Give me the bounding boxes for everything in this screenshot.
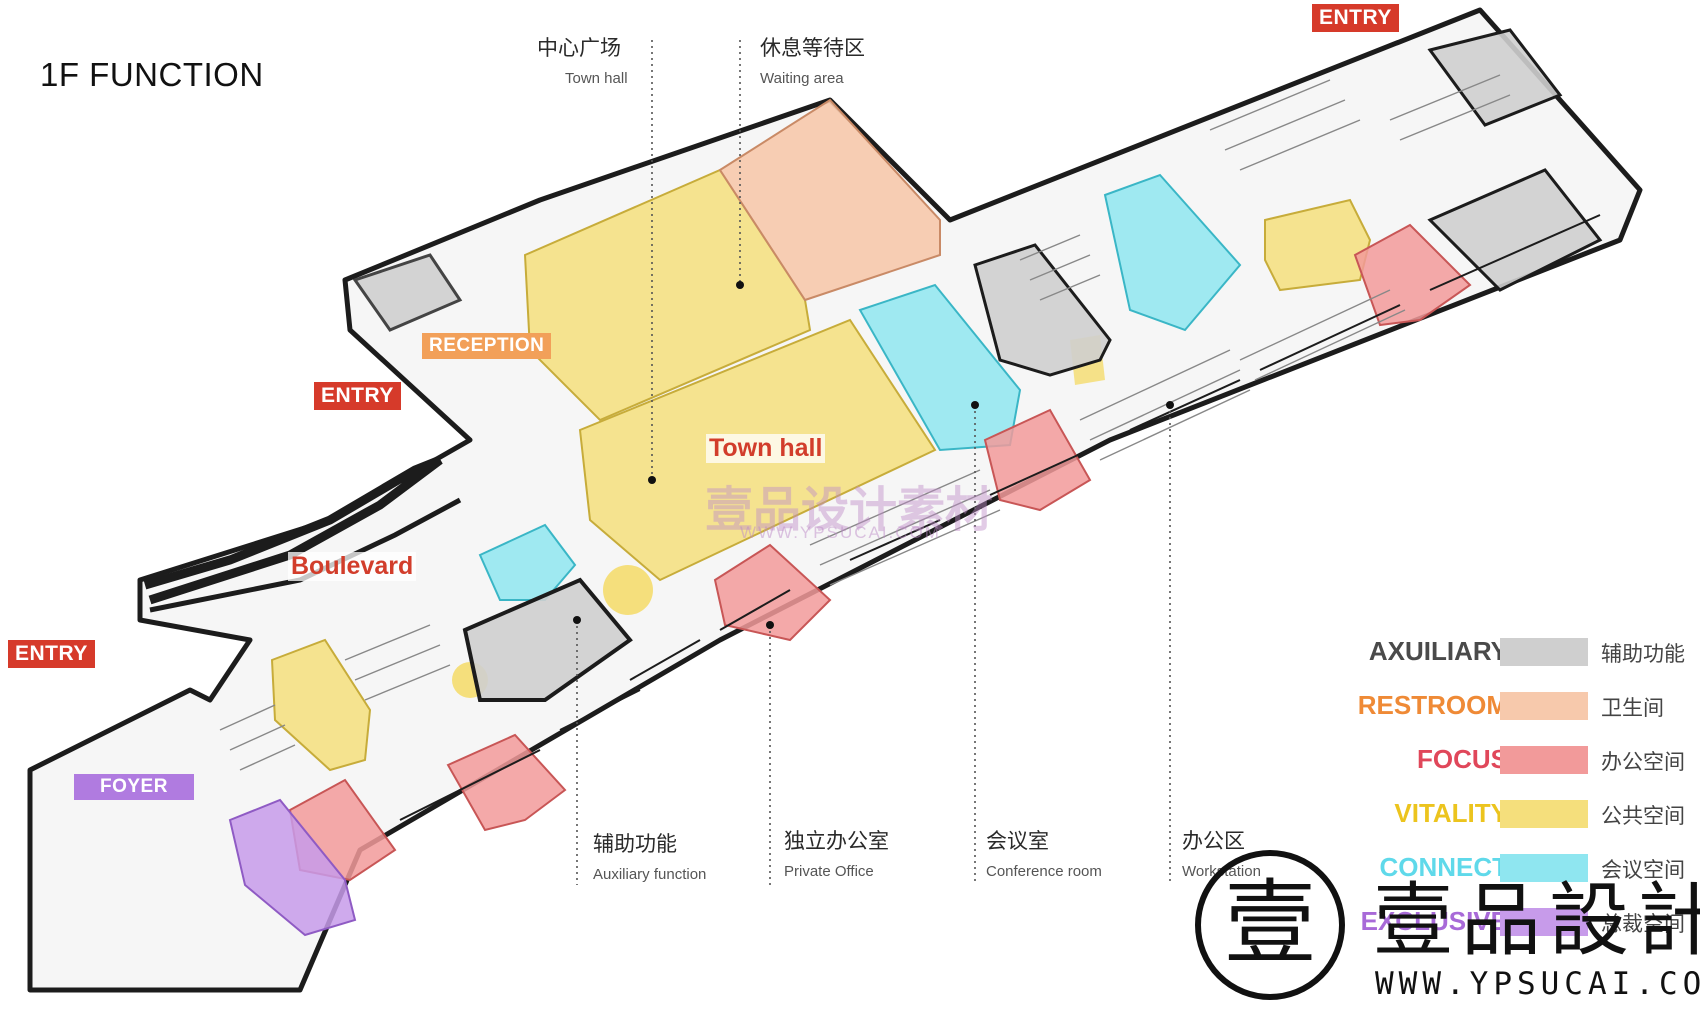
legend-row-vitality: VITALITY 公共空间 xyxy=(1288,796,1698,832)
callout-en: Conference room xyxy=(986,863,1102,880)
legend-name: FOCUS xyxy=(1417,744,1508,774)
brand-block: 壹 壹品設計 WWW.YPSUCAI.COM xyxy=(1195,850,1700,1010)
watermark-text: 壹品设计素材 xyxy=(705,482,994,538)
brand-logo-icon: 壹 xyxy=(1195,850,1345,1000)
legend-swatch xyxy=(1500,692,1588,720)
zone-vitality-right-booth xyxy=(1264,198,1372,292)
watermark-url: WWW.YPSUCAI.COM xyxy=(740,523,941,542)
callout-town-hall: 中心广场 Town hall xyxy=(537,32,628,87)
callout-cn: 独立办公室 xyxy=(784,829,889,853)
zone-connect-meeting xyxy=(1103,173,1242,332)
callout-cn: 辅助功能 xyxy=(593,832,677,856)
zone-connect-small xyxy=(478,523,577,601)
zone-restroom xyxy=(718,98,941,302)
building-outline xyxy=(27,7,1643,993)
town-hall-label: Town hall xyxy=(706,434,826,463)
zone-axuiliary xyxy=(462,577,633,702)
zone-axuiliary xyxy=(973,243,1112,377)
zone-exclusive xyxy=(228,798,357,937)
callout-conference-room: 会议室 Conference room xyxy=(986,825,1102,880)
leader-lines xyxy=(576,40,1171,885)
callout-cn: 休息等待区 xyxy=(760,36,865,60)
zone-vitality-left-pods xyxy=(270,638,372,772)
callout-cn: 会议室 xyxy=(986,829,1049,853)
callout-en: Auxiliary function xyxy=(593,866,707,883)
callout-cn: 中心广场 xyxy=(537,36,621,60)
brand-url: WWW.YPSUCAI.COM xyxy=(1375,966,1700,1002)
callout-en: Waiting area xyxy=(760,70,844,87)
legend-row-axuiliary: AXUILIARY 辅助功能 xyxy=(1288,634,1698,670)
legend-swatch xyxy=(1500,854,1588,882)
boulevard-ribbon xyxy=(143,455,443,605)
callout-auxiliary: 辅助功能 Auxiliary function xyxy=(593,828,706,883)
zone-focus xyxy=(446,733,567,832)
legend-name: EXCLUSIVE xyxy=(1360,906,1508,936)
entry-tag-top: ENTRY xyxy=(1312,4,1399,32)
legend-name: RESTROOM xyxy=(1357,690,1508,720)
legend-row-exclusive: EXCLUSIVE 总裁空间 xyxy=(1288,904,1698,940)
legend-cn: 卫生间 xyxy=(1601,696,1664,720)
legend-row-connect: CONNECT 会议空间 xyxy=(1288,850,1698,886)
legend-swatch xyxy=(1500,638,1588,666)
legend-cn: 总裁空间 xyxy=(1601,912,1685,936)
legend-cn: 辅助功能 xyxy=(1601,642,1685,666)
legend-cn: 会议空间 xyxy=(1601,858,1685,882)
leader-dots xyxy=(573,281,1174,629)
foyer-tag: FOYER xyxy=(74,774,194,800)
callout-private-office: 独立办公室 Private Office xyxy=(784,825,889,880)
callout-en: Private Office xyxy=(784,863,874,880)
legend-cn: 公共空间 xyxy=(1601,804,1685,828)
entry-tag-mid: ENTRY xyxy=(314,382,401,410)
zone-connect-conference xyxy=(858,283,1022,452)
boulevard-label: Boulevard xyxy=(288,552,417,581)
legend-name: AXUILIARY xyxy=(1368,636,1508,666)
legend-swatch xyxy=(1500,800,1588,828)
legend-name: CONNECT xyxy=(1379,852,1508,882)
facade-windows xyxy=(399,214,1601,821)
legend-swatch xyxy=(1500,746,1588,774)
legend-name: VITALITY xyxy=(1394,798,1508,828)
workstation-desks xyxy=(219,74,1511,771)
zone-axuiliary xyxy=(352,253,463,332)
legend-swatch xyxy=(1500,908,1588,936)
legend-cn: 办公空间 xyxy=(1601,750,1685,774)
legend-row-restroom: RESTROOM 卫生间 xyxy=(1288,688,1698,724)
page-title: 1F FUNCTION xyxy=(40,56,264,93)
entry-tag-left: ENTRY xyxy=(8,640,95,668)
zone-focus xyxy=(1353,223,1472,327)
callout-en: Town hall xyxy=(565,70,628,87)
zone-vitality-round-seat xyxy=(603,565,653,615)
zone-axuiliary xyxy=(1427,168,1603,292)
callout-waiting-area: 休息等待区 Waiting area xyxy=(760,32,865,87)
callout-cn: 办公区 xyxy=(1182,829,1245,853)
brand-name: 壹品設計 xyxy=(1373,874,1700,967)
reception-tag: RECEPTION xyxy=(422,333,552,359)
legend-row-focus: FOCUS 办公空间 xyxy=(1288,742,1698,778)
